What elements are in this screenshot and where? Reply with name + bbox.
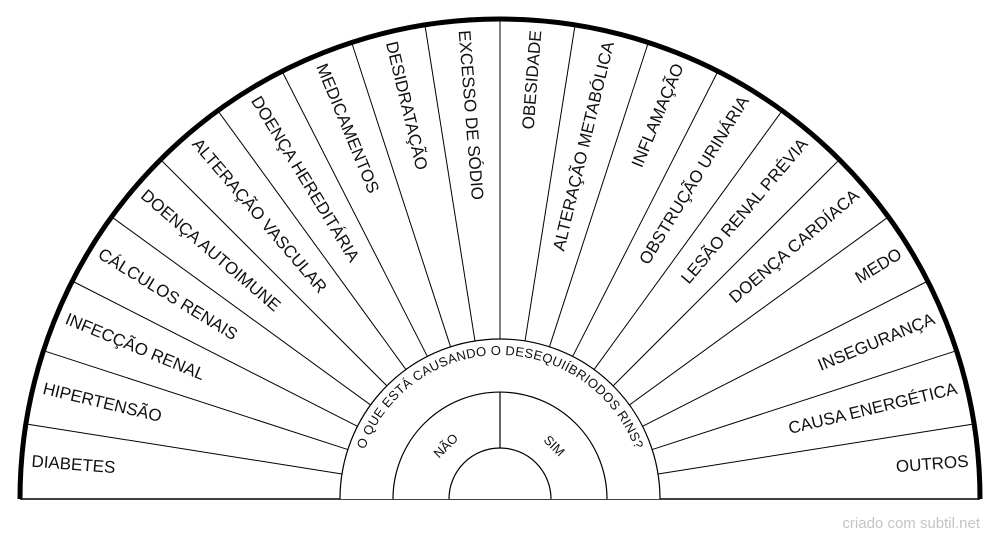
divider-lines xyxy=(27,21,973,475)
sector-label[interactable]: CAUSA ENERGÉTICA xyxy=(786,379,959,438)
sector-label[interactable]: DIABETES xyxy=(31,452,116,478)
sector-label[interactable]: INSEGURANÇA xyxy=(815,309,938,375)
sector-label[interactable]: INFECÇÃO RENAL xyxy=(63,309,208,384)
sector-label[interactable]: EXCESSO DE SÓDIO xyxy=(455,30,487,201)
sector-divider xyxy=(218,111,407,370)
sector-divider xyxy=(642,281,927,427)
sector-divider xyxy=(657,423,973,475)
sector-divider xyxy=(73,281,358,427)
sector-divider xyxy=(612,160,839,387)
sector-label[interactable]: OBESIDADE xyxy=(519,30,546,130)
sector-label[interactable]: HIPERTENSÃO xyxy=(41,379,164,426)
credit-footer: criado com subtil.net xyxy=(842,515,980,532)
sector-divider xyxy=(593,111,782,370)
sector-label[interactable]: MEDICAMENTOS xyxy=(312,61,383,196)
sector-divider xyxy=(351,44,452,347)
sector-divider xyxy=(524,26,576,342)
sector-label[interactable]: ALTERAÇÃO VASCULAR xyxy=(188,135,330,297)
sector-divider xyxy=(629,217,888,406)
sector-divider xyxy=(112,217,371,406)
sector-divider xyxy=(27,423,343,475)
sector-divider xyxy=(424,26,476,342)
sector-divider xyxy=(572,72,718,357)
sector-divider xyxy=(652,350,955,451)
sector-label[interactable]: DESIDRATAÇÃO xyxy=(382,40,431,172)
sector-label[interactable]: OUTROS xyxy=(895,452,969,477)
sector-divider xyxy=(45,350,348,451)
sector-divider xyxy=(161,160,388,387)
sector-divider xyxy=(548,44,649,347)
sector-divider xyxy=(282,72,428,357)
center-hub xyxy=(448,447,552,500)
outer-arc xyxy=(17,16,983,500)
sector-label[interactable]: MEDO xyxy=(852,244,905,287)
sector-label[interactable]: ALTERAÇÃO METABÓLICA xyxy=(549,39,618,253)
